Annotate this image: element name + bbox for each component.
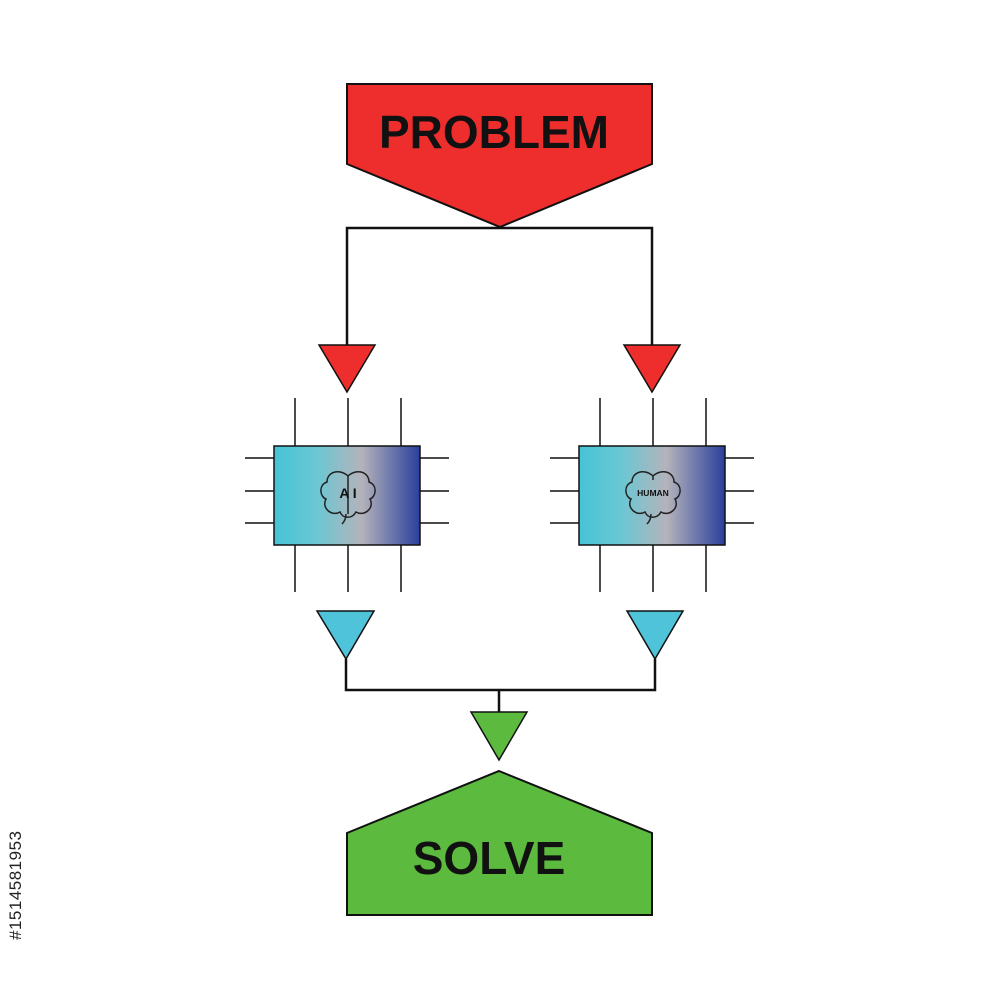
ai-chip-label: A I — [339, 485, 356, 501]
stock-id-watermark: #1514581953 — [6, 830, 25, 940]
output-arrow-right — [625, 610, 685, 661]
solve-label: SOLVE — [413, 832, 566, 884]
brain-icon — [320, 471, 376, 525]
chip-body — [273, 445, 421, 546]
problem-label: PROBLEM — [379, 106, 609, 158]
ai-chip: A I — [245, 398, 449, 592]
problem-shape — [346, 83, 653, 229]
human-chip: HUMAN — [550, 398, 754, 592]
solve-shape — [346, 769, 653, 916]
merge-connector — [344, 659, 657, 712]
chip-pins — [550, 398, 754, 592]
chip-body — [578, 445, 726, 546]
split-connector — [345, 226, 654, 345]
down-arrow-left — [317, 344, 377, 394]
merge-arrow — [469, 711, 529, 762]
solve-node: SOLVE — [346, 769, 653, 916]
chip-pins — [245, 398, 449, 592]
human-chip-label: HUMAN — [637, 488, 669, 498]
output-arrow-left — [315, 610, 376, 661]
down-arrow-right — [622, 344, 682, 394]
problem-node: PROBLEM — [346, 83, 653, 229]
brain-icon — [625, 471, 681, 525]
